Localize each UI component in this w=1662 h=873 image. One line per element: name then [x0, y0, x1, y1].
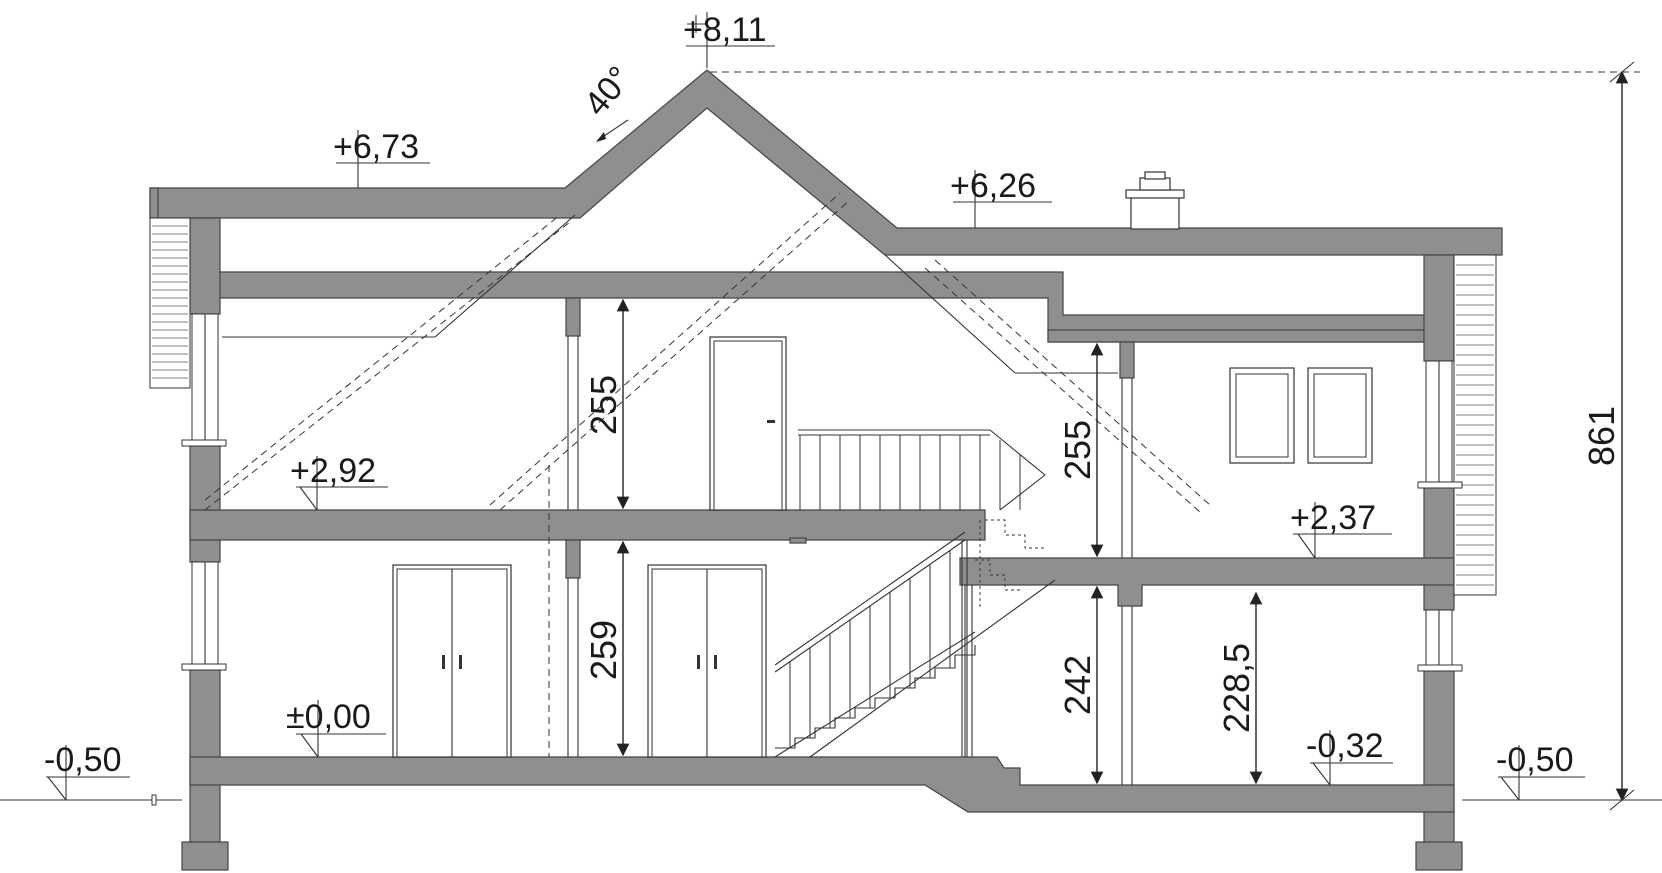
facade-cladding	[149, 217, 1497, 596]
floors	[189, 509, 1455, 813]
ground-line	[0, 794, 1662, 806]
lower-right-height-label: 228,5	[1216, 643, 1257, 733]
upper-right-room-height-label: 255	[1057, 420, 1098, 480]
level-upper-floor-right: +2,37	[1290, 499, 1392, 559]
level-ground-floor-label: ±0,00	[286, 698, 371, 736]
level-upper-floor-label: +2,92	[290, 452, 376, 490]
level-left-eave-label: +6,73	[333, 128, 419, 166]
level-ridge-label: +8,11	[683, 11, 767, 49]
level-grade-right: -0,50	[1496, 741, 1585, 801]
right-wall-lower	[1423, 667, 1455, 844]
level-right-roof-label: +6,26	[950, 167, 1036, 205]
level-ridge: +8,11	[683, 11, 775, 68]
height-dimensions	[616, 298, 1263, 785]
level-grade-left-label: -0,50	[44, 741, 122, 779]
partitions	[565, 297, 1135, 785]
level-ground-floor: ±0,00	[286, 698, 386, 758]
level-upper-floor-right-label: +2,37	[1290, 499, 1376, 537]
ground-room-height-label: 259	[583, 620, 624, 680]
staircase	[774, 429, 1056, 758]
left-fascia	[149, 187, 159, 219]
attic-door	[709, 336, 787, 511]
level-upper-floor: +2,92	[290, 452, 388, 511]
lower-left-height-label: 242	[1057, 655, 1098, 715]
left-wall-upper	[189, 442, 221, 563]
left-wall-ground	[189, 666, 221, 843]
wall-windows	[181, 313, 1463, 672]
roof-slab	[149, 69, 1503, 256]
overall-dimension	[710, 61, 1640, 811]
level-left-eave: +6,73	[333, 128, 430, 188]
right-wall-upper	[1423, 484, 1455, 611]
right-footing	[1415, 841, 1463, 871]
level-lower-floor: -0,32	[1306, 727, 1393, 786]
left-footing	[181, 841, 229, 871]
level-lower-floor-label: -0,32	[1306, 727, 1384, 765]
partition-upper	[565, 297, 581, 337]
right-wall-attic	[1423, 254, 1455, 362]
walls	[181, 217, 1463, 871]
roof-windows	[1229, 367, 1373, 464]
upper-floor-slab	[189, 509, 986, 541]
ceilings	[189, 271, 1426, 343]
ground-floor-slab	[189, 756, 1455, 813]
level-grade-right-label: -0,50	[1496, 741, 1574, 779]
left-wall-attic	[189, 217, 221, 315]
upper-room-height-label: 255	[583, 375, 624, 435]
slab-bump	[789, 537, 807, 544]
right-ceiling-beam	[1047, 329, 1426, 343]
chimney	[1125, 171, 1185, 230]
roof-rafters	[204, 192, 1211, 757]
partition-right-upper	[1119, 341, 1135, 379]
right-upper-floor-slab	[959, 557, 1455, 607]
level-right-roof: +6,26	[950, 167, 1052, 228]
level-grade-left: -0,50	[44, 741, 130, 801]
roof-pitch-label: 40°	[577, 59, 639, 123]
overall-height-label: 861	[1581, 406, 1622, 466]
partition-ground	[565, 539, 581, 579]
pitch-marker	[596, 119, 629, 142]
doors	[392, 336, 787, 758]
